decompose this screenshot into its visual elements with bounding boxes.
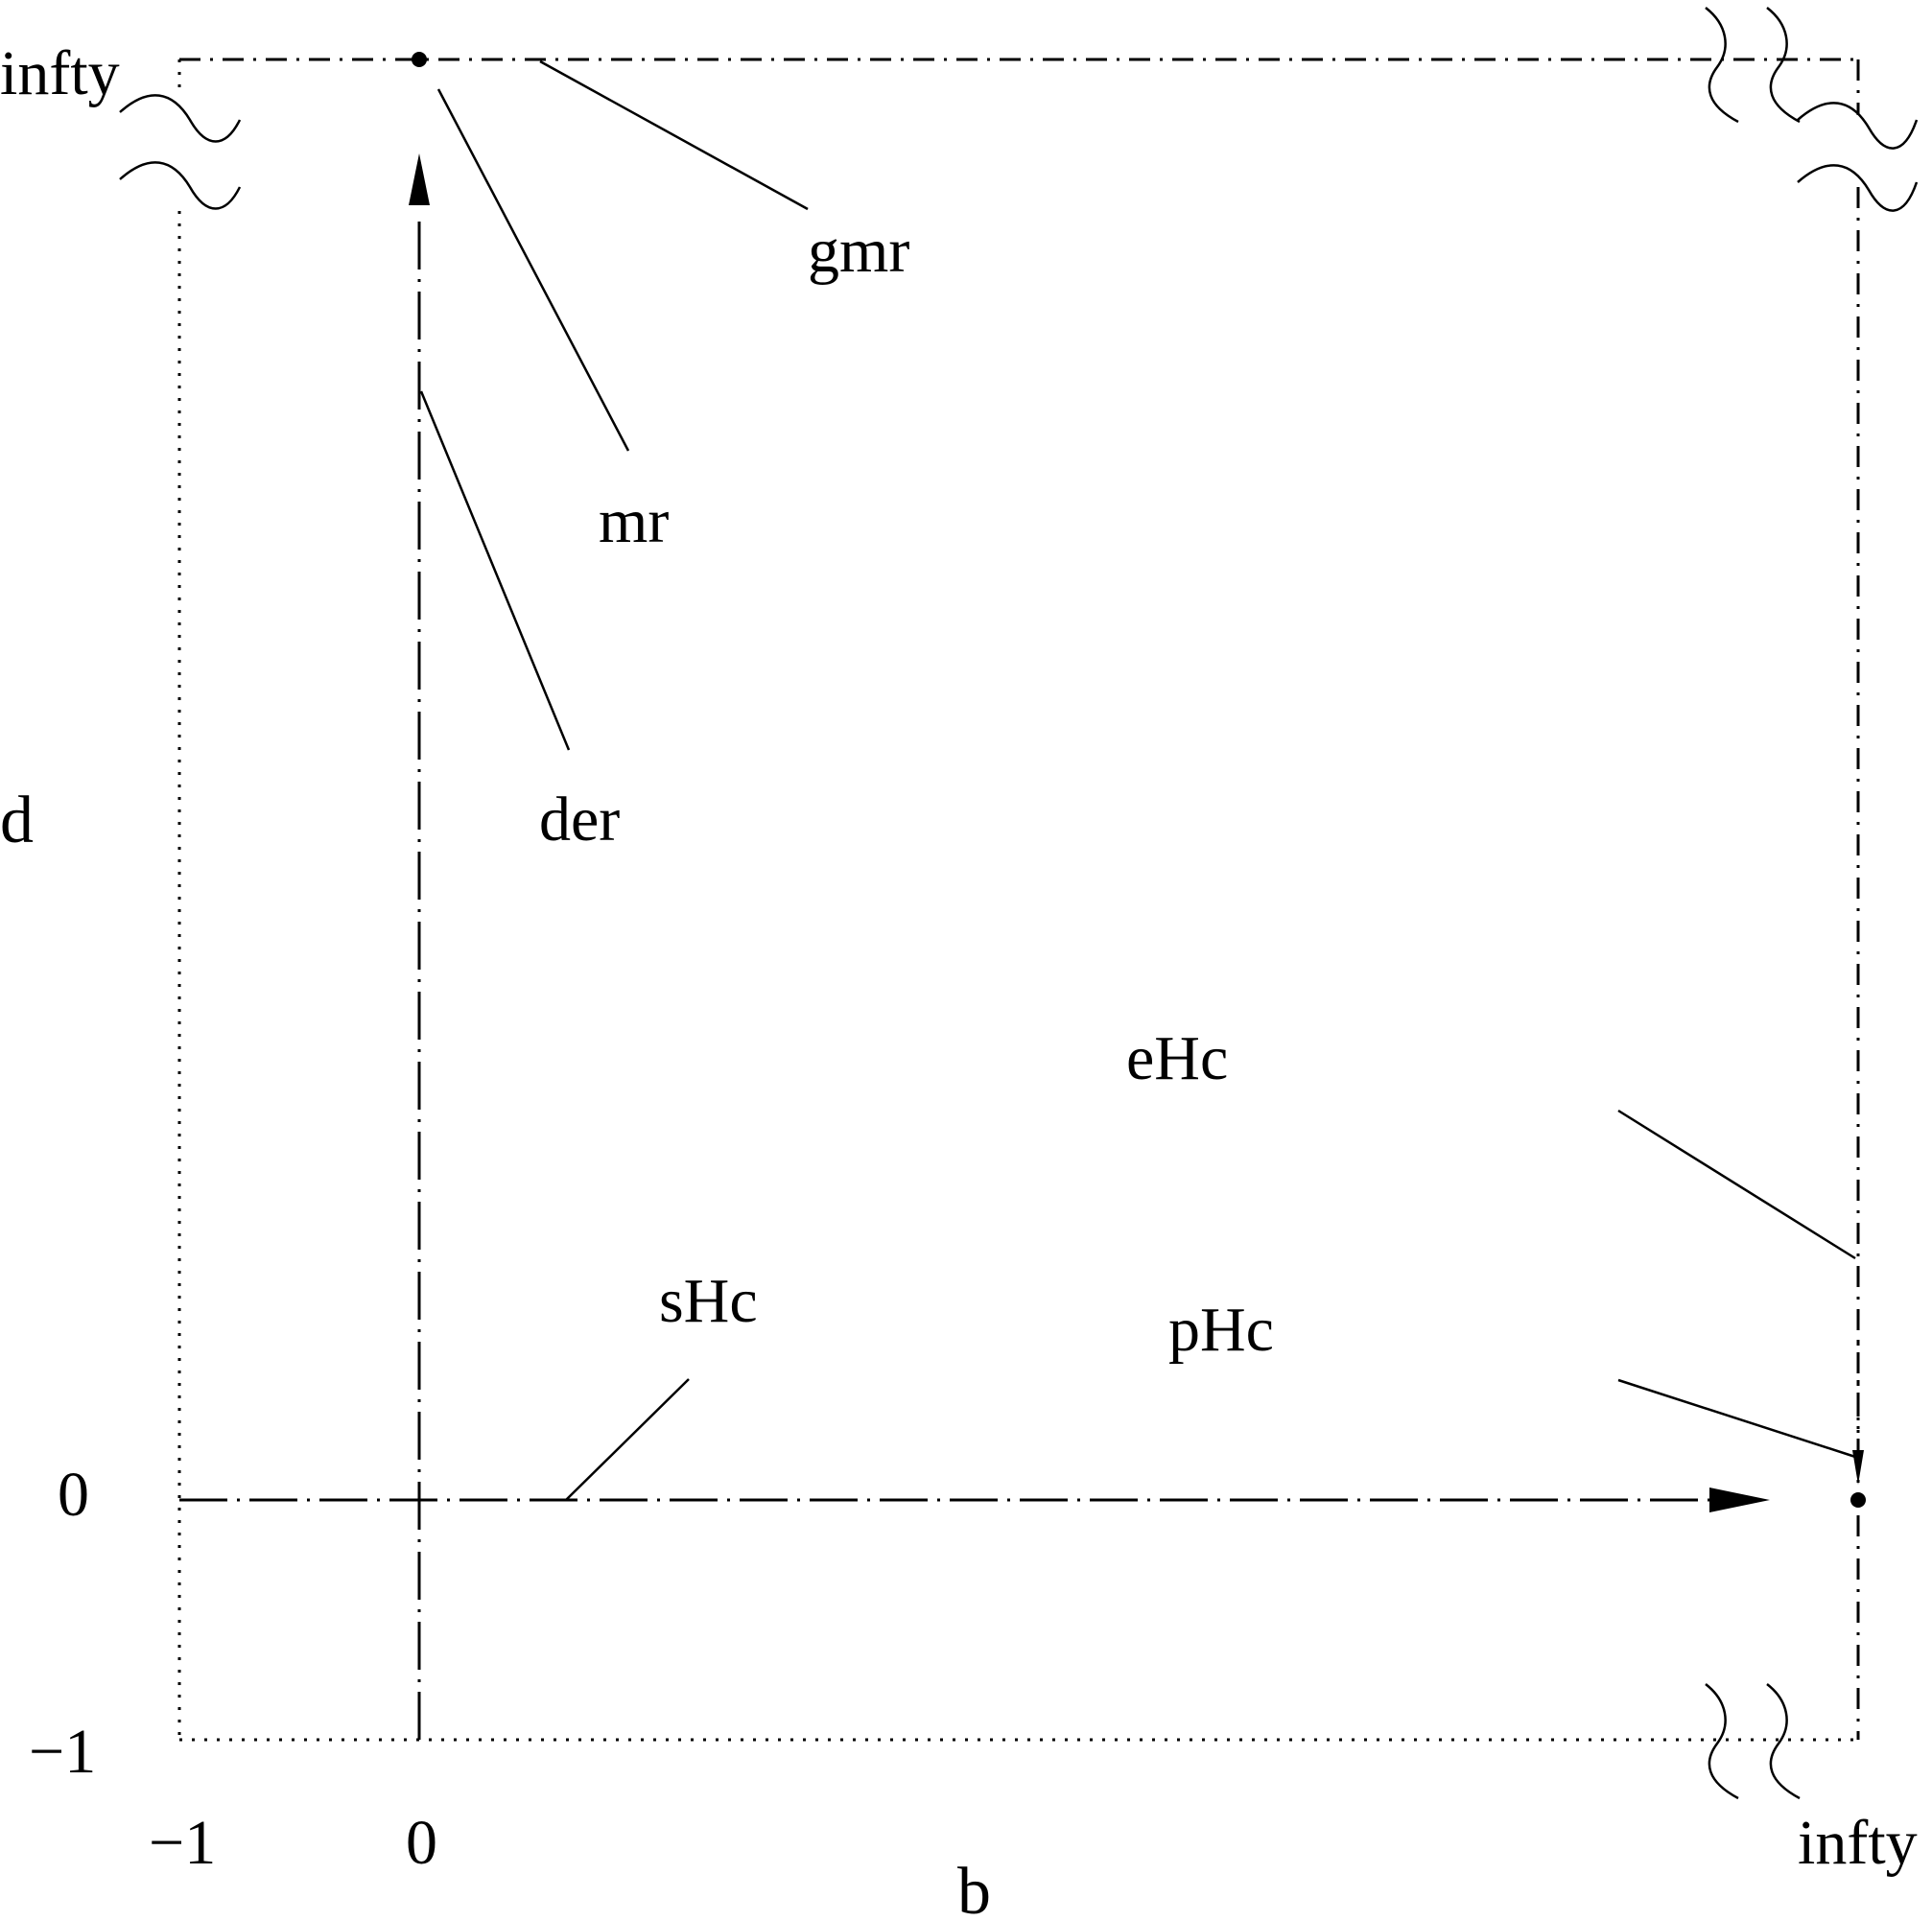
label-shc: sHc — [659, 1266, 758, 1336]
x-axis-label: b — [957, 1855, 991, 1921]
shc-leader — [565, 1378, 690, 1501]
y-axis-label: d — [0, 784, 34, 857]
break-mark-left-2 — [119, 161, 242, 210]
horizontal-axis-arrowhead — [1709, 1488, 1770, 1512]
mr-leader — [436, 88, 630, 452]
phc-leader — [1617, 1378, 1856, 1459]
x-tick-zero: 0 — [406, 1808, 437, 1878]
point-right — [1850, 1492, 1866, 1508]
break-mark-bottom-2 — [1766, 1683, 1801, 1800]
break-mark-right-2 — [1797, 164, 1919, 212]
leader-lines — [419, 59, 1856, 1501]
y-tick-minus-one: −1 — [29, 1717, 96, 1787]
label-ehc: eHc — [1126, 1023, 1228, 1093]
vertical-axis-arrowhead — [409, 153, 430, 205]
point-top — [412, 52, 427, 67]
right-edge-arrowhead — [1852, 1450, 1864, 1485]
y-tick-zero: 0 — [58, 1460, 89, 1530]
break-mark-topright-1 — [1705, 7, 1739, 124]
label-gmr: gmr — [808, 216, 909, 286]
bounding-box — [177, 58, 1860, 1742]
der-leader — [419, 390, 571, 751]
gmr-leader — [539, 59, 809, 211]
label-mr: mr — [599, 486, 669, 556]
break-mark-topright-2 — [1766, 7, 1801, 124]
x-tick-infty: infty — [1798, 1808, 1918, 1878]
label-phc: pHc — [1168, 1295, 1274, 1365]
axis-break-marks — [119, 7, 1919, 1800]
label-der: der — [539, 785, 620, 855]
ehc-leader — [1617, 1109, 1856, 1260]
break-mark-left-1 — [119, 94, 242, 143]
y-tick-infty: infty — [0, 38, 120, 108]
x-tick-minus-one: −1 — [149, 1808, 216, 1878]
break-mark-bottom-1 — [1705, 1683, 1739, 1800]
break-mark-right-1 — [1797, 102, 1919, 150]
